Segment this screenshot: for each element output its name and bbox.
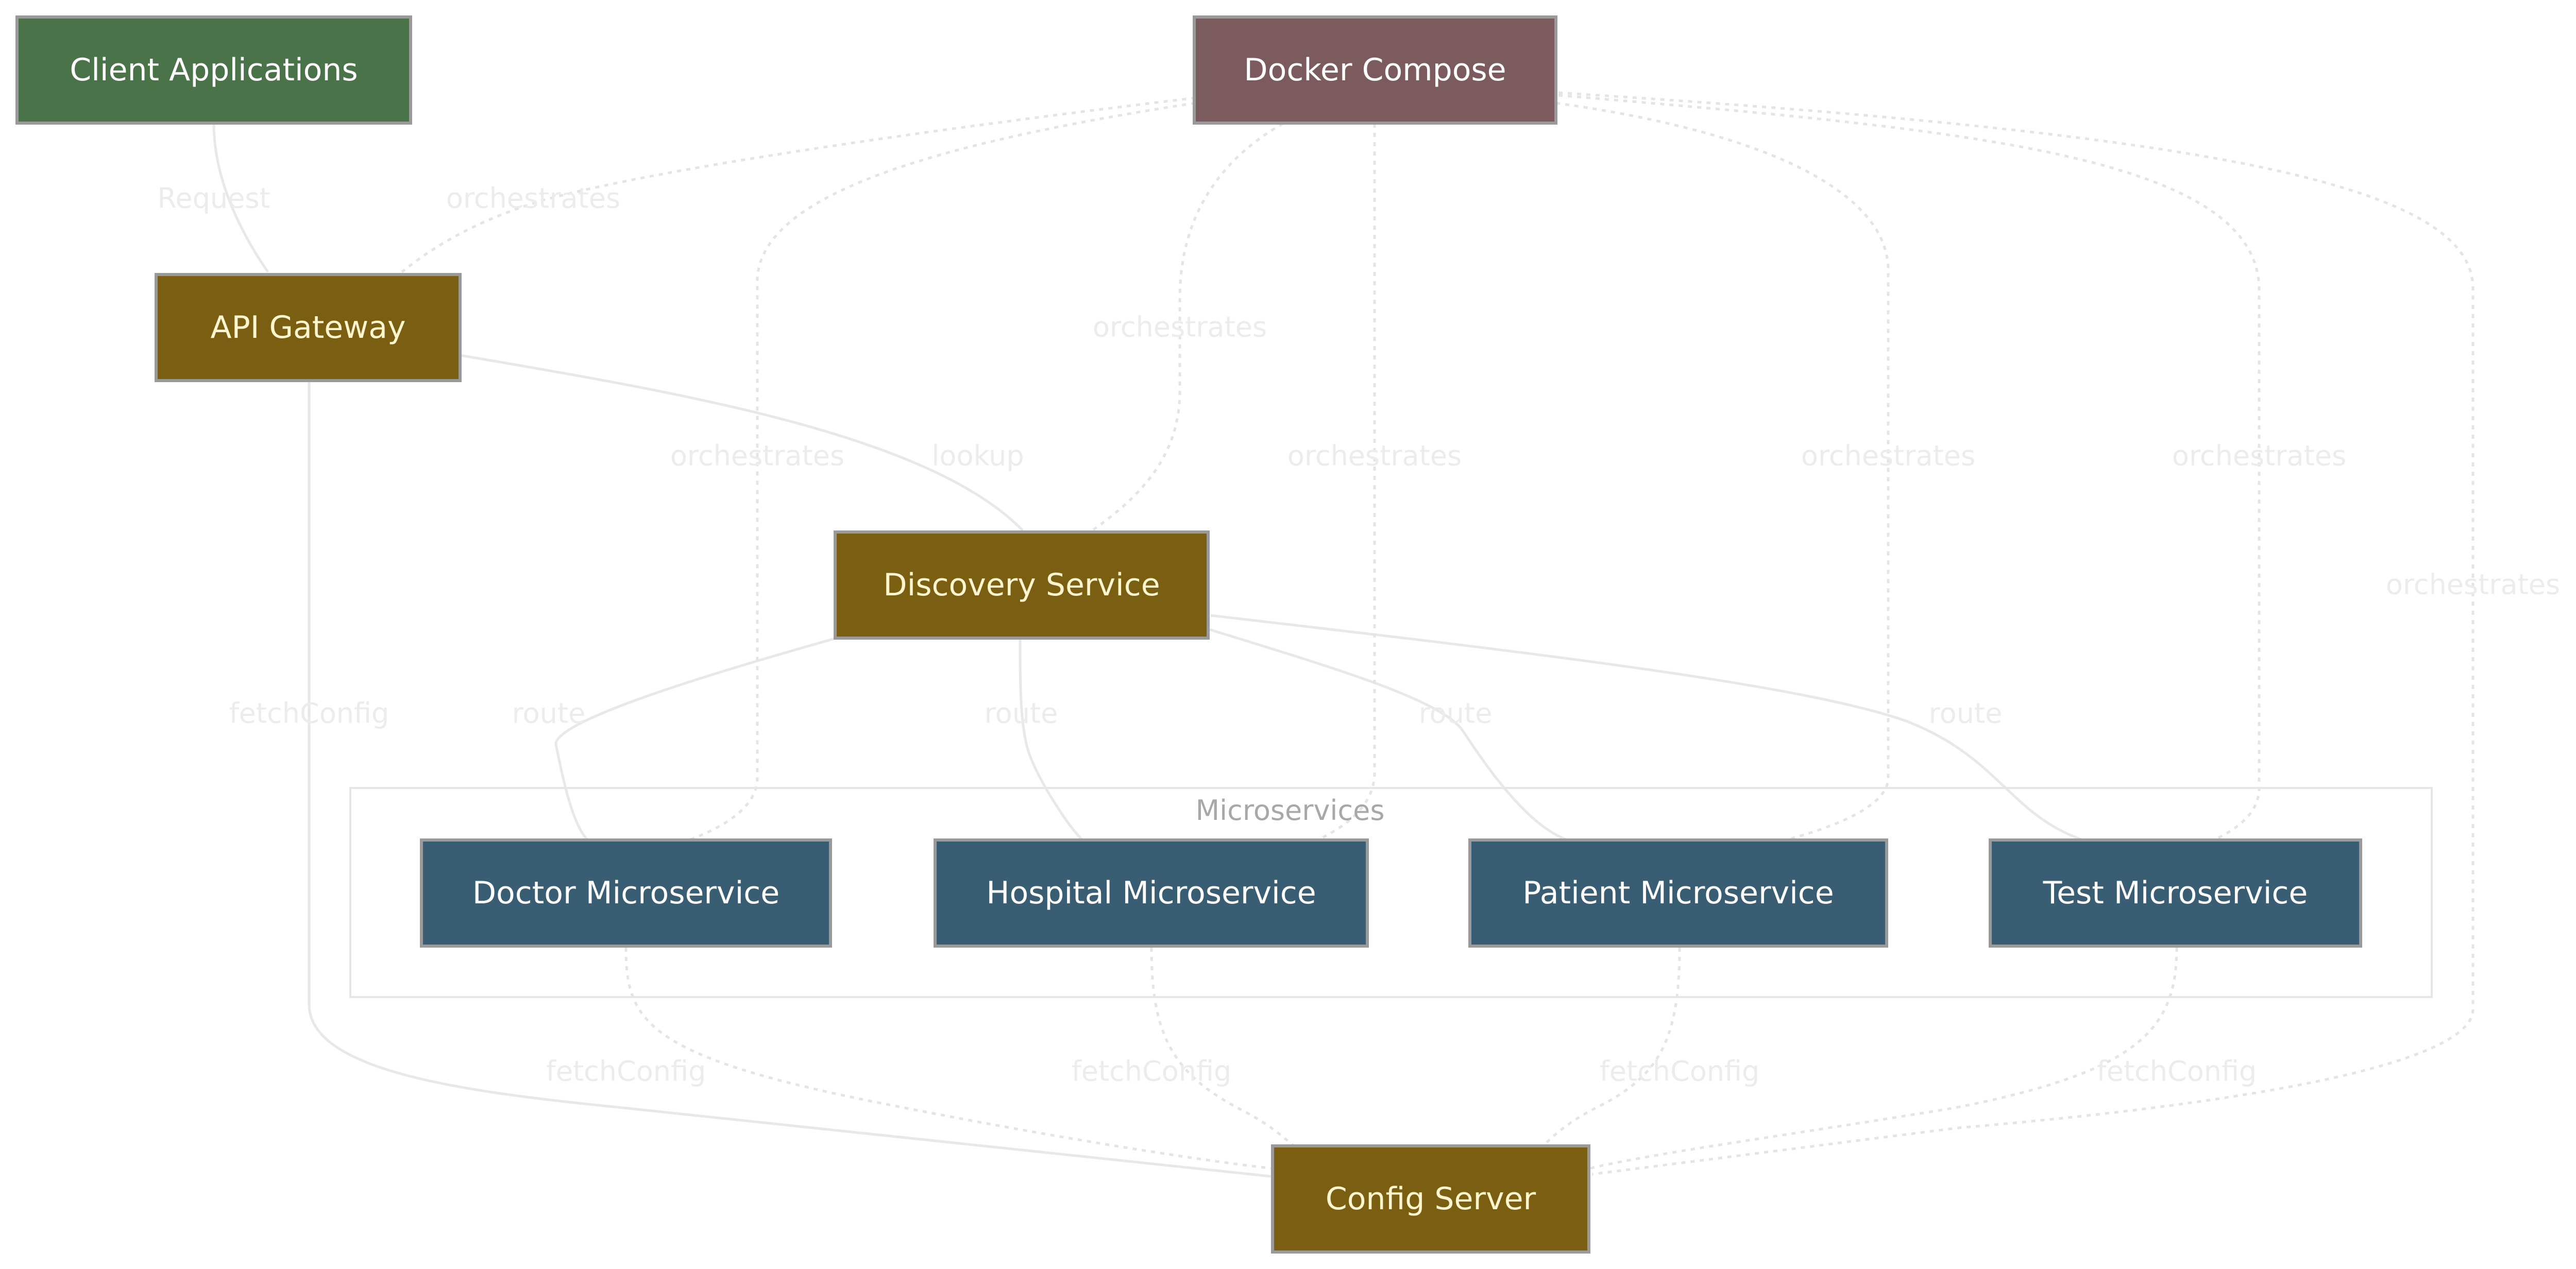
node-doctor-microservice[interactable]: Doctor Microservice xyxy=(420,838,832,948)
edge-label-route-patient: route xyxy=(1418,697,1493,730)
node-docker-compose[interactable]: Docker Compose xyxy=(1193,15,1557,125)
node-client-applications[interactable]: Client Applications xyxy=(15,15,412,125)
edge-label-orchestrates-doctor: orchestrates xyxy=(670,439,845,472)
edge-label-fetchconfig-test: fetchConfig xyxy=(2096,1055,2257,1088)
edge-label-orchestrates-hospital: orchestrates xyxy=(1287,439,1462,472)
edge-docker-to-gateway xyxy=(401,96,1196,273)
edge-label-lookup: lookup xyxy=(931,439,1024,472)
node-config-server[interactable]: Config Server xyxy=(1271,1144,1590,1254)
microservices-cluster xyxy=(349,787,2433,998)
edge-gateway-to-config xyxy=(308,381,1276,1178)
edge-discovery-to-doctor xyxy=(554,637,835,841)
node-hospital-microservice[interactable]: Hospital Microservice xyxy=(934,838,1369,948)
edge-label-orchestrates-patient: orchestrates xyxy=(1801,439,1976,472)
edge-label-orchestrates-discovery: orchestrates xyxy=(1092,311,1267,344)
edge-docker-to-test xyxy=(1558,94,2261,841)
node-api-gateway[interactable]: API Gateway xyxy=(155,273,462,382)
edge-test-to-config xyxy=(1586,947,2178,1171)
edge-discovery-to-test xyxy=(1210,614,2082,841)
node-patient-microservice[interactable]: Patient Microservice xyxy=(1468,838,1888,948)
edge-label-request: Request xyxy=(157,182,270,215)
edge-client-to-gateway xyxy=(212,123,269,273)
edge-label-route-doctor: route xyxy=(512,697,586,730)
edge-label-fetchconfig-doctor: fetchConfig xyxy=(546,1055,706,1088)
node-discovery-service[interactable]: Discovery Service xyxy=(834,530,1210,640)
edge-label-orchestrates-test: orchestrates xyxy=(2172,439,2347,472)
edge-docker-to-doctor xyxy=(690,101,1196,841)
edge-docker-to-patient xyxy=(1555,101,1890,841)
edge-docker-to-hospital xyxy=(1318,124,1376,841)
edge-discovery-to-hospital xyxy=(1019,638,1083,841)
edge-gateway-to-discovery xyxy=(461,354,1024,531)
edge-label-fetchconfig-hospital: fetchConfig xyxy=(1071,1055,1232,1088)
edge-label-route-hospital: route xyxy=(984,697,1058,730)
edge-label-route-test: route xyxy=(1928,697,2003,730)
edge-label-fetchconfig-patient: fetchConfig xyxy=(1599,1055,1760,1088)
edge-docker-to-config xyxy=(1558,91,2475,1176)
edge-label-orchestrates-gateway: orchestrates xyxy=(446,182,621,215)
edge-label-orchestrates-config: orchestrates xyxy=(2385,568,2561,601)
edge-discovery-to-patient xyxy=(1205,627,1567,841)
edge-hospital-to-config xyxy=(1150,947,1299,1150)
edge-label-fetchconfig-gateway: fetchConfig xyxy=(229,697,389,730)
node-test-microservice[interactable]: Test Microservice xyxy=(1989,838,2362,948)
edge-docker-to-discovery xyxy=(1091,122,1284,532)
